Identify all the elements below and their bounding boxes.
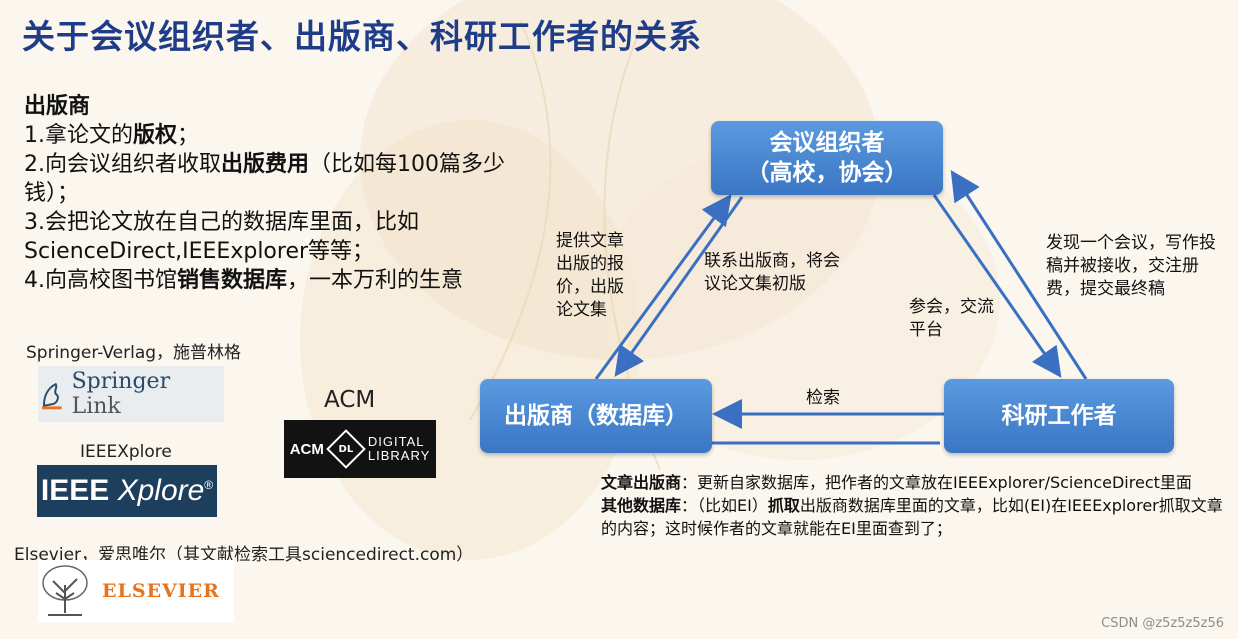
label-researcher-to-publisher: 检索 xyxy=(806,387,840,410)
organizer-subtitle: （高校，协会） xyxy=(747,158,908,188)
organizer-title: 会议组织者 xyxy=(770,128,885,158)
explanation-other-databases: 其他数据库：（比如EI）抓取出版商数据库里面的文章，比如(EI)在IEEExpl… xyxy=(601,494,1226,540)
node-researcher: 科研工作者 xyxy=(944,379,1174,453)
arrow-organizer-to-researcher xyxy=(934,195,1058,373)
label-organizer-to-researcher: 参会，交流平台 xyxy=(909,296,1009,342)
node-publisher: 出版商（数据库） xyxy=(480,379,712,453)
node-conference-organizer: 会议组织者 （高校，协会） xyxy=(711,121,943,195)
label-organizer-to-publisher: 联系出版商，将会议论文集初版 xyxy=(704,250,844,296)
label-publisher-to-organizer: 提供文章出版的报价，出版论文集 xyxy=(556,230,638,322)
explanation-publisher: 文章出版商：更新自家数据库，把作者的文章放在IEEExplorer/Scienc… xyxy=(601,471,1226,494)
watermark: CSDN @z5z5z5z56 xyxy=(1101,616,1224,631)
database-explanation: 文章出版商：更新自家数据库，把作者的文章放在IEEExplorer/Scienc… xyxy=(601,471,1226,540)
label-researcher-to-organizer: 发现一个会议，写作投稿并被接收，交注册费，提交最终稿 xyxy=(1046,232,1224,301)
